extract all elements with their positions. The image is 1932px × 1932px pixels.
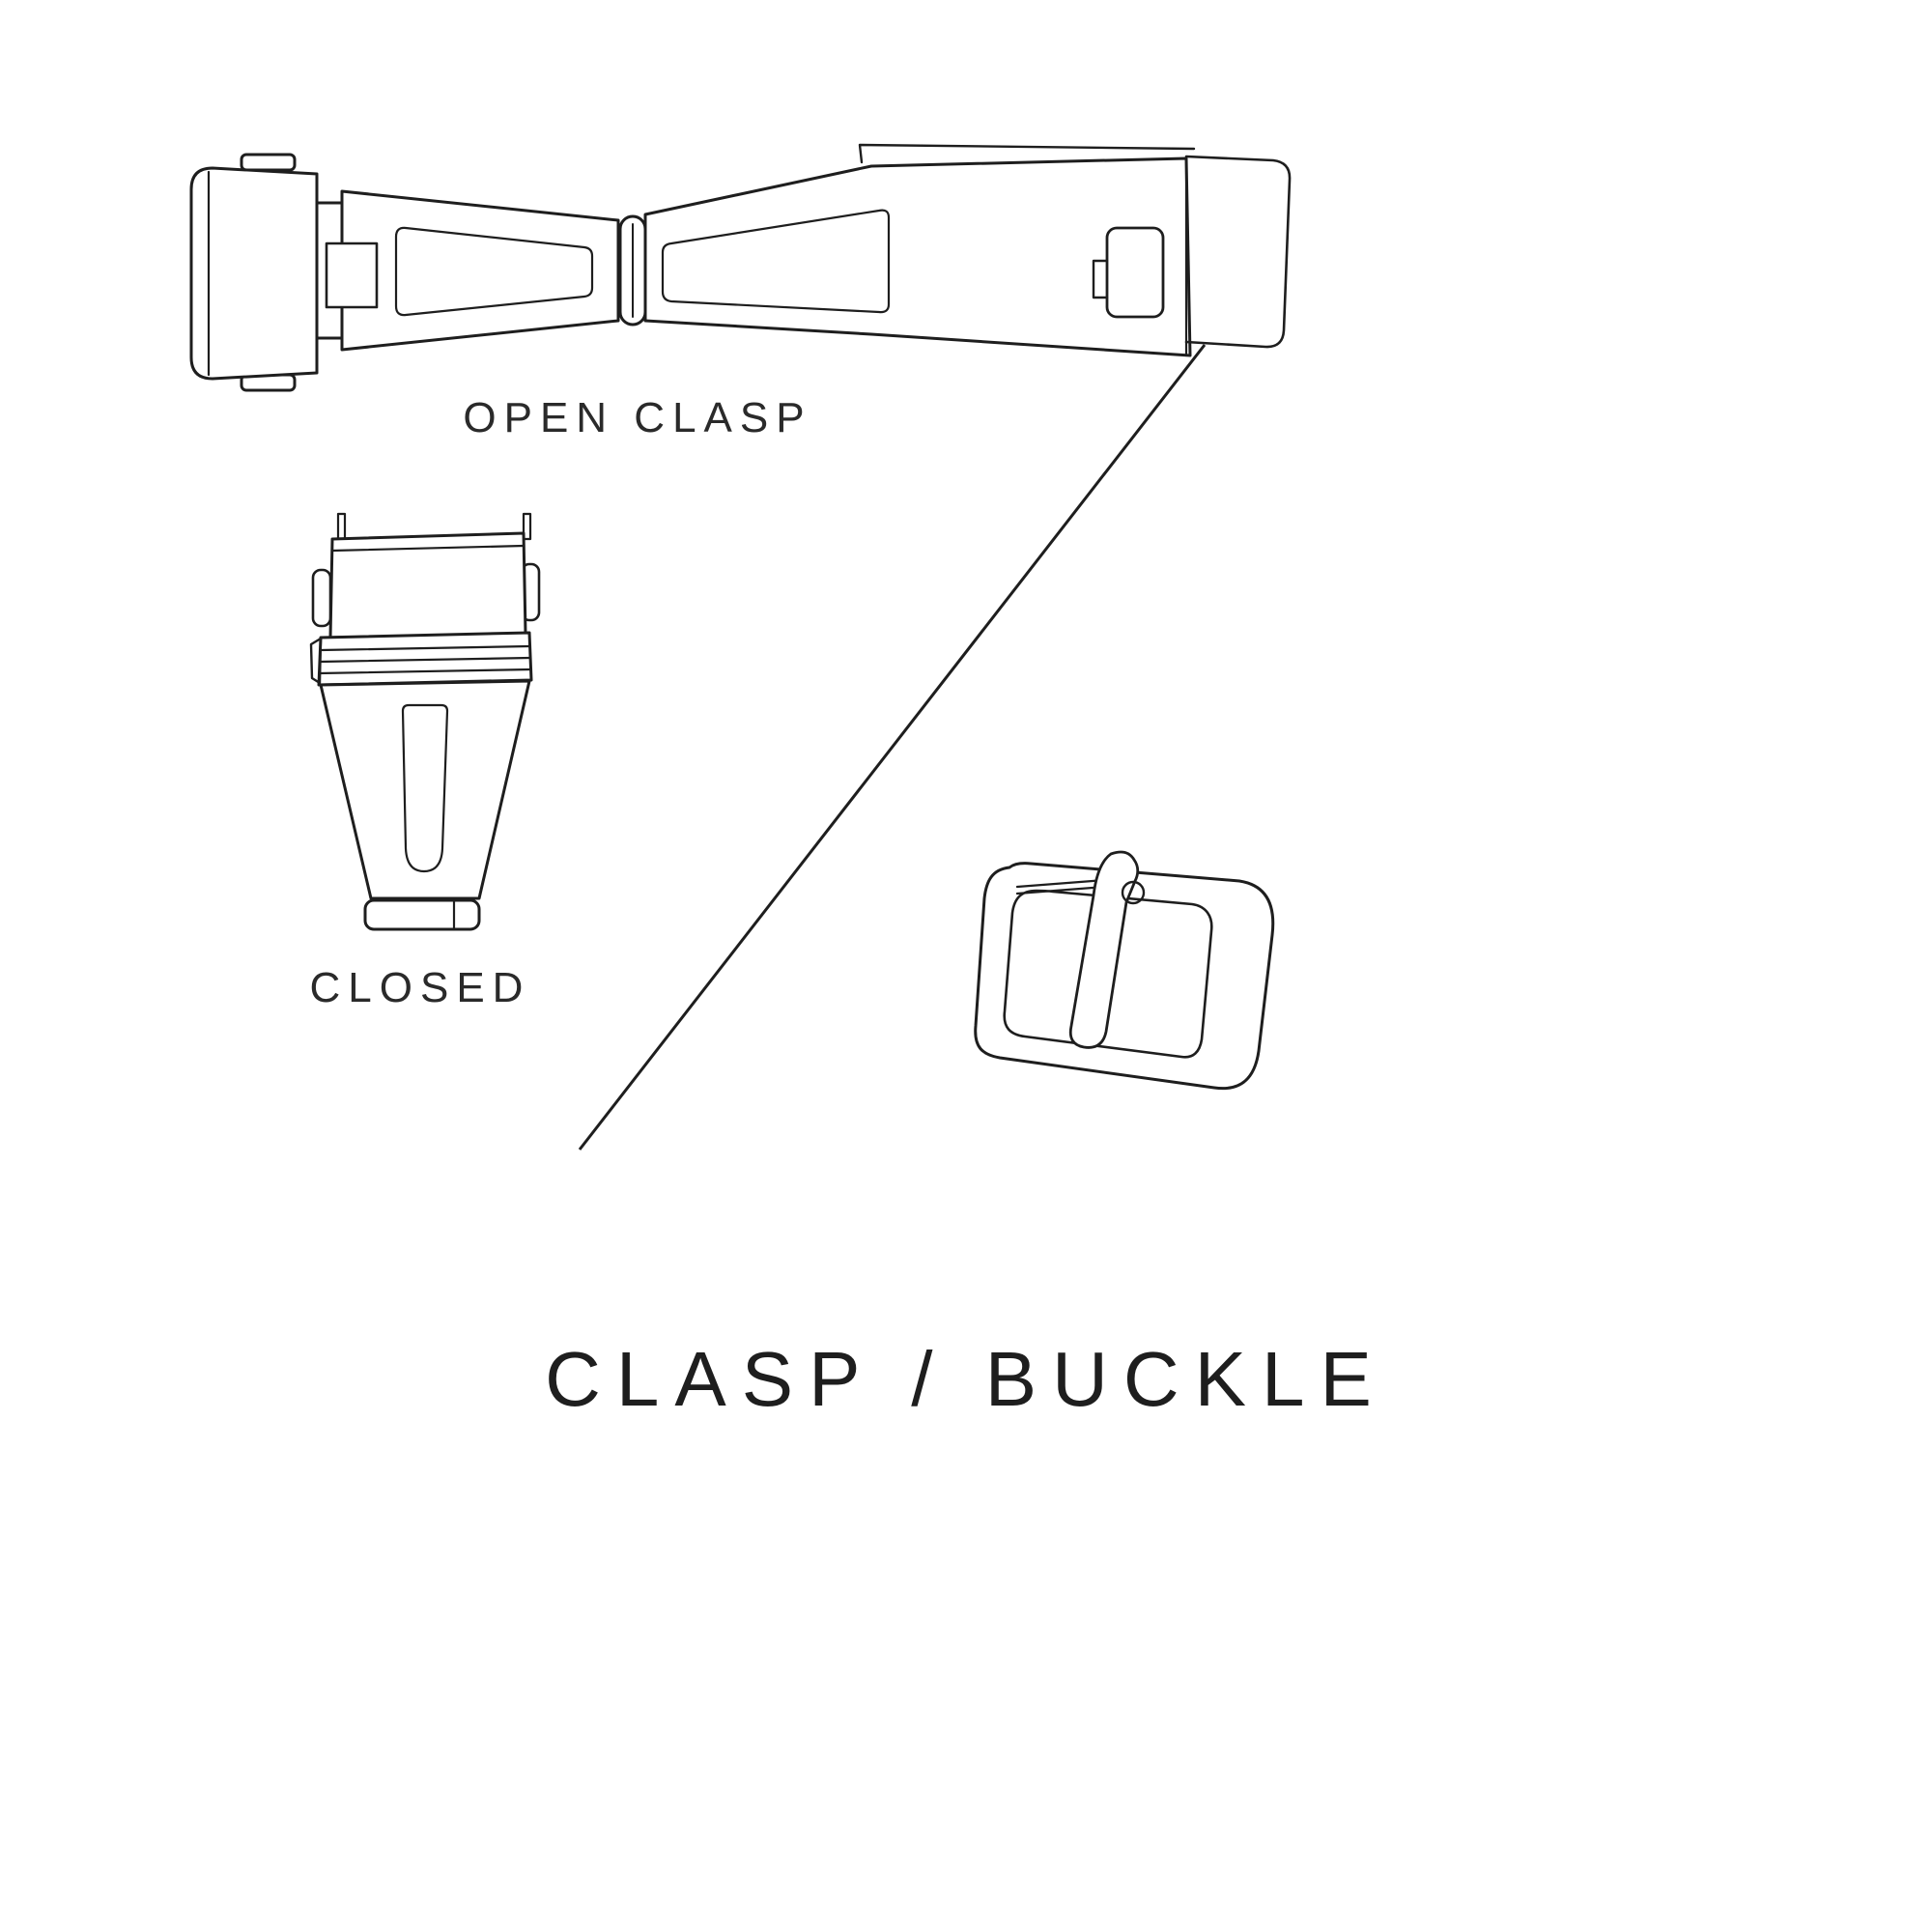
open-clasp-label: OPEN CLASP (463, 394, 812, 441)
closed-clasp-label: CLOSED (309, 964, 531, 1011)
closed-clasp-illustration (299, 510, 551, 935)
buckle-illustration (961, 842, 1290, 1118)
page-title: CLASP / BUCKLE (545, 1336, 1387, 1422)
open-clasp-illustration (174, 135, 1304, 396)
